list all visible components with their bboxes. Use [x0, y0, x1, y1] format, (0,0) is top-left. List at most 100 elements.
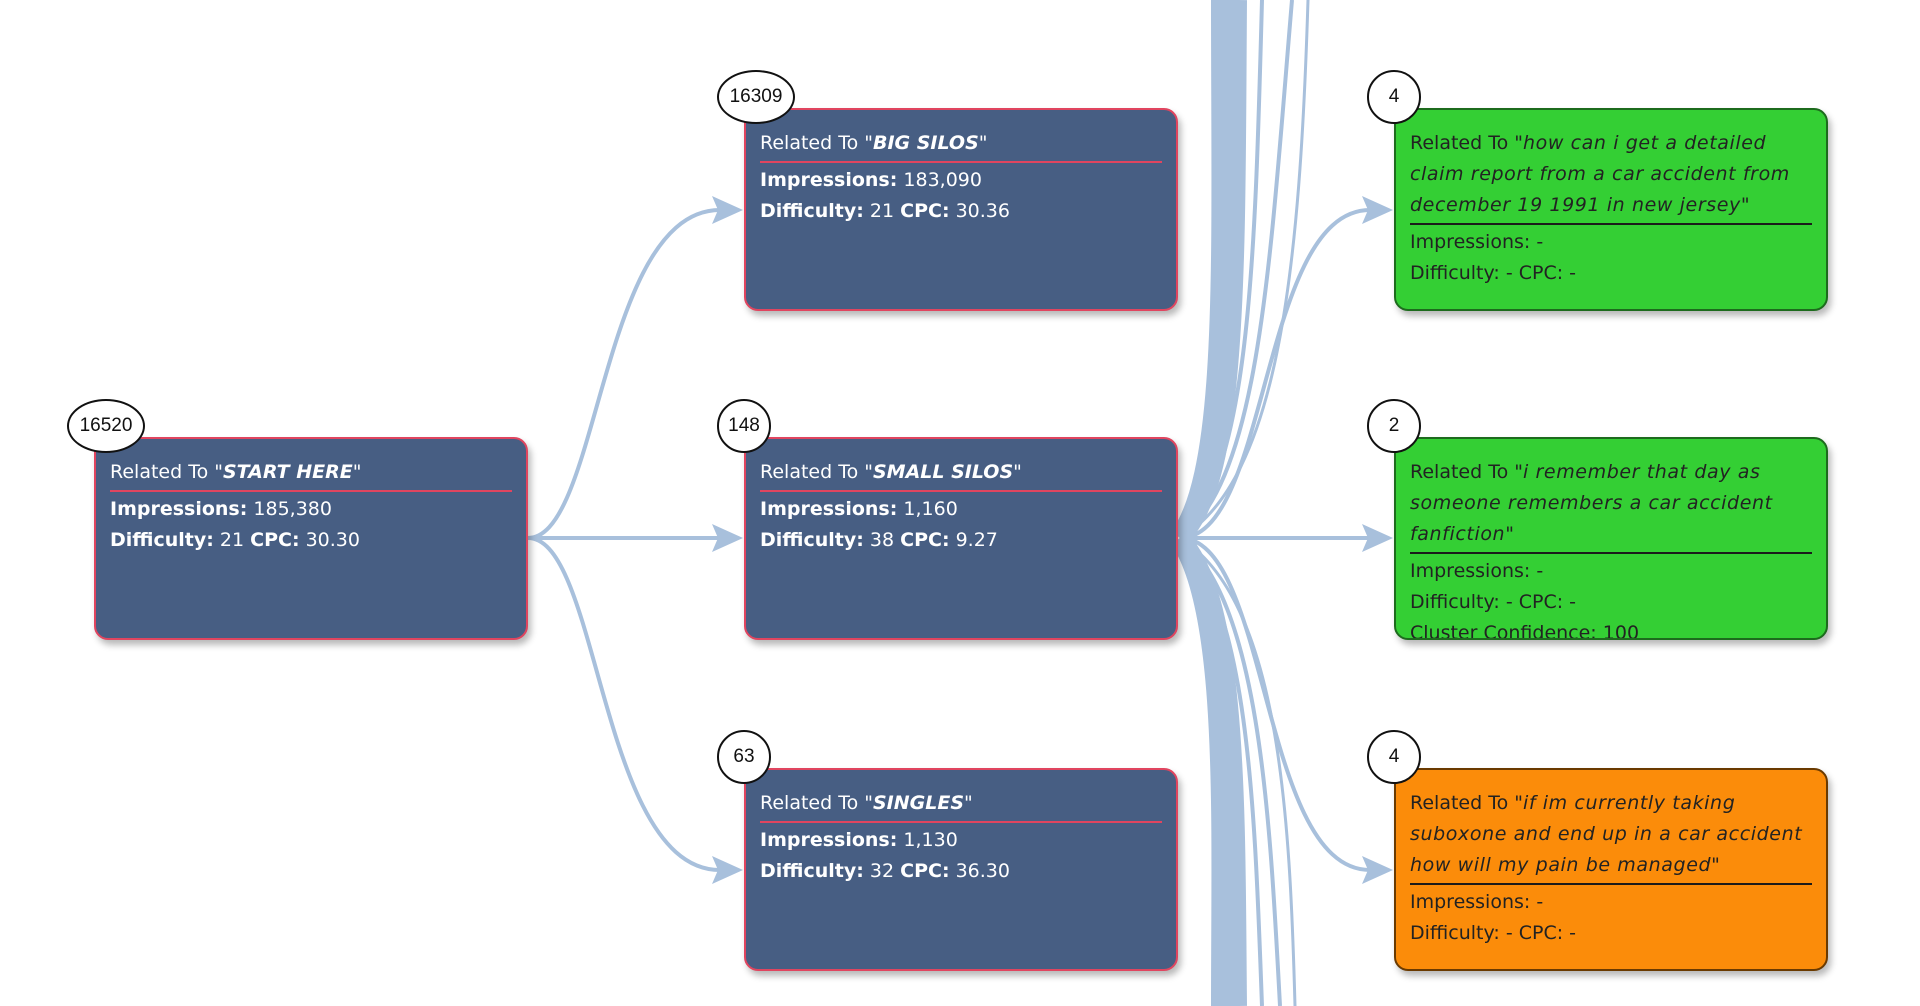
- impressions-label: Impressions:: [1410, 231, 1531, 253]
- impressions-row: Impressions: 183,090: [760, 165, 1162, 196]
- impressions-label: Impressions:: [760, 169, 898, 191]
- cluster-confidence-value: 100: [1602, 622, 1640, 640]
- cpc-label: CPC:: [250, 529, 300, 551]
- cpc-label: CPC:: [1518, 591, 1564, 613]
- difficulty-value: 21: [219, 529, 245, 551]
- impressions-row: Impressions: -: [1410, 556, 1812, 587]
- node-title: Related To "START HERE": [110, 457, 512, 492]
- arrowhead-big-silos: [712, 196, 743, 224]
- related-suffix: ": [1711, 854, 1720, 876]
- difficulty-row: Difficulty: 21 CPC: 30.30: [110, 525, 512, 556]
- cpc-label: CPC:: [900, 860, 950, 882]
- difficulty-value: 38: [869, 529, 895, 551]
- cpc-value: -: [1569, 922, 1577, 944]
- edge-start-to-singles: [527, 536, 721, 872]
- cpc-label: CPC:: [900, 529, 950, 551]
- arrowhead-claim-report: [1362, 196, 1393, 224]
- cpc-value: 30.30: [305, 529, 360, 551]
- related-prefix: Related To ": [1410, 792, 1523, 814]
- difficulty-label: Difficulty:: [1410, 922, 1500, 944]
- difficulty-row: Difficulty: - CPC: -: [1410, 918, 1812, 949]
- difficulty-value: -: [1505, 922, 1513, 944]
- difficulty-value: -: [1505, 591, 1513, 613]
- cluster-confidence-label: Cluster Confidence:: [1410, 622, 1597, 640]
- difficulty-value: 21: [869, 200, 895, 222]
- node-claim-report[interactable]: Related To "how can i get a detailed cla…: [1394, 108, 1828, 311]
- related-prefix: Related To ": [1410, 461, 1523, 483]
- difficulty-value: 32: [869, 860, 895, 882]
- count-badge-start-here: 16520: [67, 399, 145, 453]
- node-title: Related To "SINGLES": [760, 788, 1162, 823]
- cpc-value: -: [1569, 262, 1577, 284]
- related-suffix: ": [978, 132, 988, 154]
- impressions-value: -: [1536, 231, 1544, 253]
- related-prefix: Related To ": [760, 132, 873, 154]
- impressions-label: Impressions:: [1410, 560, 1531, 582]
- cpc-value: 30.36: [955, 200, 1010, 222]
- cpc-label: CPC:: [900, 200, 950, 222]
- related-prefix: Related To ": [760, 792, 873, 814]
- count-badge-small-silos: 148: [717, 399, 771, 453]
- related-prefix: Related To ": [760, 461, 873, 483]
- arrowhead-suboxone: [1362, 856, 1393, 884]
- keyword: BIG SILOS: [872, 132, 979, 154]
- difficulty-label: Difficulty:: [1410, 262, 1500, 284]
- keyword: how can i get a detailed claim report fr…: [1410, 132, 1790, 216]
- node-singles[interactable]: Related To "SINGLES" Impressions: 1,130 …: [744, 768, 1178, 971]
- related-prefix: Related To ": [1410, 132, 1523, 154]
- node-start-here[interactable]: Related To "START HERE" Impressions: 185…: [94, 437, 528, 640]
- node-suboxone[interactable]: Related To "if im currently taking subox…: [1394, 768, 1828, 971]
- arrowhead-fanfiction: [1362, 524, 1393, 552]
- impressions-value: 185,380: [253, 498, 332, 520]
- edge-small-silos-to-claim-report: [1179, 208, 1371, 540]
- cpc-value: -: [1569, 591, 1577, 613]
- node-title: Related To "BIG SILOS": [760, 128, 1162, 163]
- difficulty-label: Difficulty:: [110, 529, 214, 551]
- cluster-confidence-row: Cluster Confidence: 100: [1410, 618, 1812, 640]
- related-suffix: ": [352, 461, 362, 483]
- impressions-label: Impressions:: [760, 498, 898, 520]
- count-badge-suboxone: 4: [1367, 730, 1421, 784]
- keyword: if im currently taking suboxone and end …: [1410, 792, 1803, 876]
- impressions-value: 1,130: [903, 829, 958, 851]
- related-prefix: Related To ": [110, 461, 223, 483]
- cpc-label: CPC:: [1518, 922, 1564, 944]
- count-badge-singles: 63: [717, 730, 771, 784]
- related-suffix: ": [1505, 523, 1514, 545]
- difficulty-label: Difficulty:: [760, 529, 864, 551]
- difficulty-row: Difficulty: 32 CPC: 36.30: [760, 856, 1162, 887]
- cpc-label: CPC:: [1518, 262, 1564, 284]
- keyword: START HERE: [222, 461, 353, 483]
- cpc-value: 36.30: [955, 860, 1010, 882]
- difficulty-label: Difficulty:: [760, 200, 864, 222]
- impressions-value: -: [1536, 560, 1544, 582]
- node-title: Related To "how can i get a detailed cla…: [1410, 128, 1812, 225]
- count-badge-fanfiction: 2: [1367, 399, 1421, 453]
- related-suffix: ": [1740, 194, 1750, 216]
- edge-start-to-big-silos: [527, 208, 721, 540]
- impressions-value: 1,160: [903, 498, 958, 520]
- arrowhead-singles: [712, 856, 743, 884]
- difficulty-row: Difficulty: - CPC: -: [1410, 258, 1812, 289]
- node-big-silos[interactable]: Related To "BIG SILOS" Impressions: 183,…: [744, 108, 1178, 311]
- difficulty-label: Difficulty:: [1410, 591, 1500, 613]
- impressions-value: 183,090: [903, 169, 982, 191]
- difficulty-label: Difficulty:: [760, 860, 864, 882]
- difficulty-row: Difficulty: 38 CPC: 9.27: [760, 525, 1162, 556]
- node-title: Related To "if im currently taking subox…: [1410, 788, 1812, 885]
- count-badge-claim-report: 4: [1367, 70, 1421, 124]
- impressions-label: Impressions:: [1410, 891, 1531, 913]
- impressions-row: Impressions: 1,130: [760, 825, 1162, 856]
- edge-bundle: [1170, 0, 1310, 1006]
- keyword: SMALL SILOS: [872, 461, 1014, 483]
- impressions-label: Impressions:: [760, 829, 898, 851]
- count-badge-big-silos: 16309: [717, 70, 795, 124]
- node-title: Related To "i remember that day as someo…: [1410, 457, 1812, 554]
- related-suffix: ": [1013, 461, 1022, 483]
- node-fanfiction[interactable]: Related To "i remember that day as someo…: [1394, 437, 1828, 640]
- keyword: i remember that day as someone remembers…: [1410, 461, 1773, 545]
- impressions-row: Impressions: -: [1410, 887, 1812, 918]
- node-small-silos[interactable]: Related To "SMALL SILOS" Impressions: 1,…: [744, 437, 1178, 640]
- difficulty-row: Difficulty: 21 CPC: 30.36: [760, 196, 1162, 227]
